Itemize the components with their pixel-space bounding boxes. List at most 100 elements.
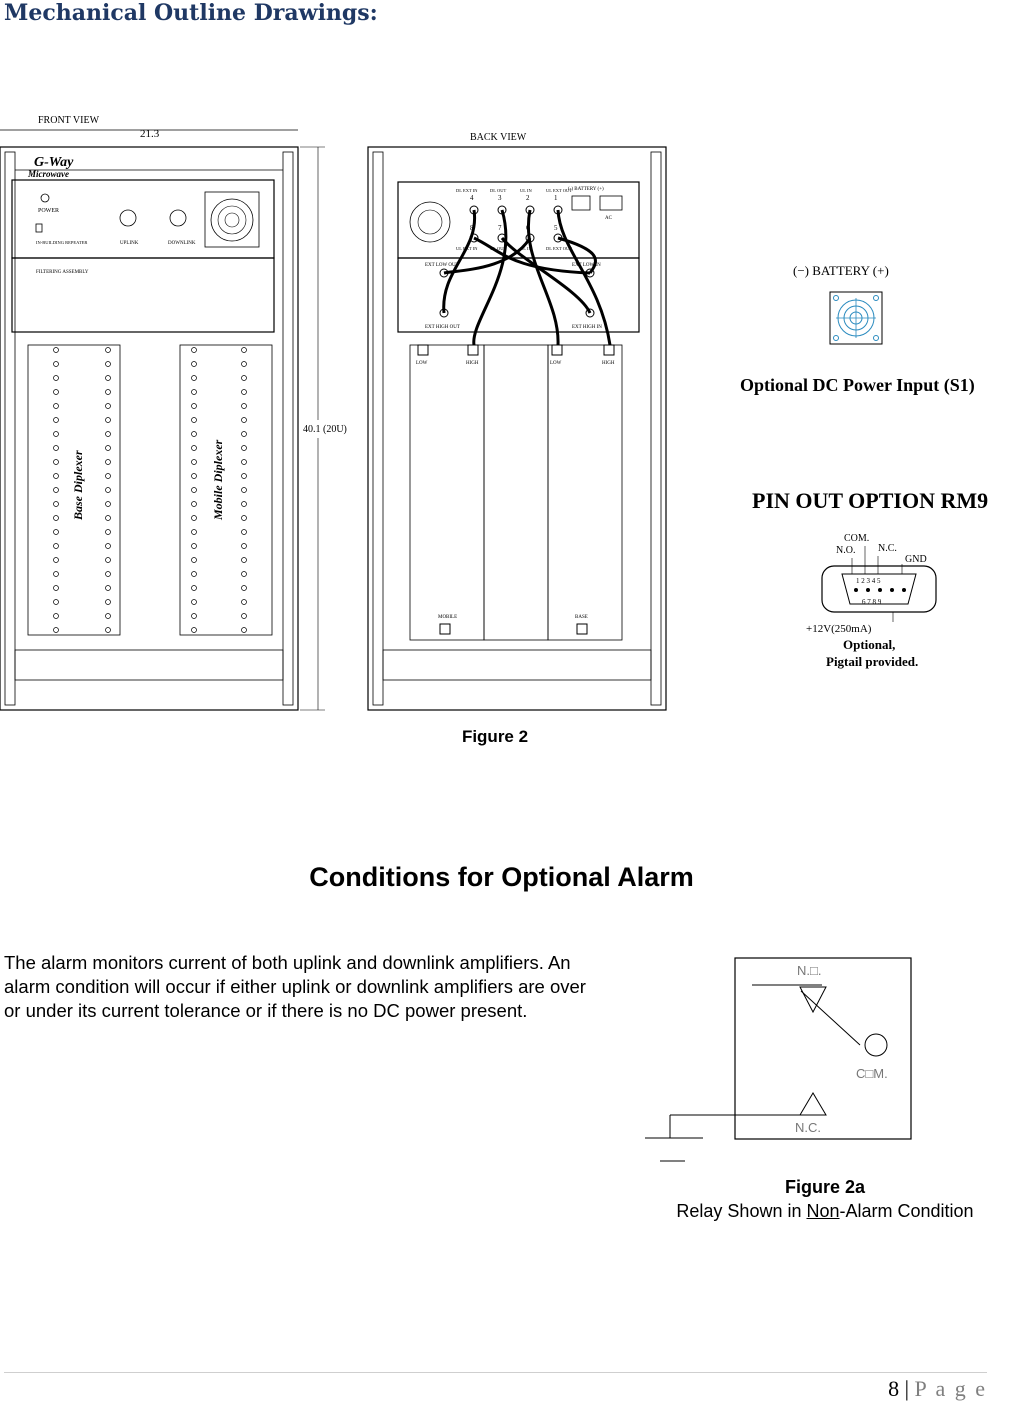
front-width-dimension: 21.3 [140, 128, 160, 140]
panel-screw [241, 473, 247, 479]
panel-screw [53, 487, 59, 493]
panel-screw [191, 347, 197, 353]
front-logo-line2: Microwave [27, 169, 69, 179]
panel-screw [53, 473, 59, 479]
panel-screw [105, 375, 111, 381]
panel-screw [241, 431, 247, 437]
panel-screw [105, 627, 111, 633]
rm9-power: +12V(250mA) [806, 623, 872, 635]
rm9-title: PIN OUT OPTION RM9 [752, 488, 989, 513]
back-num-8: 8 [470, 224, 474, 232]
panel-screw [53, 417, 59, 423]
panel-screw [105, 613, 111, 619]
panel-screw [241, 389, 247, 395]
page-footer: 8 | P a g e [862, 1376, 987, 1402]
panel-screw [53, 627, 59, 633]
panel-screw [191, 431, 197, 437]
back-num-2: 2 [526, 194, 530, 202]
panel-screw [105, 515, 111, 521]
back-num-4: 4 [470, 194, 474, 202]
panel-screw [191, 375, 197, 381]
panel-screw [241, 361, 247, 367]
panel-screw [191, 473, 197, 479]
panel-screw [191, 389, 197, 395]
relay-no-label: N.□. [797, 963, 821, 978]
panel-screw [105, 361, 111, 367]
footer-rule [4, 1372, 987, 1373]
panel-screw [241, 501, 247, 507]
rm9-note-2: Pigtail provided. [826, 654, 918, 669]
front-downlink-label: DOWNLINK [168, 241, 196, 246]
panel-screw [53, 529, 59, 535]
figure-2-drawing: FRONT VIEW 21.3 G-Way Microwave POWER IN… [0, 115, 937, 711]
panel-screw [53, 515, 59, 521]
footer-separator: | [899, 1376, 915, 1401]
back-port-top-1: DL EXT IN [456, 188, 478, 193]
panel-screw [191, 529, 197, 535]
panel-screw [105, 571, 111, 577]
back-port-top-2: DL OUT [490, 188, 506, 193]
panel-screw [191, 361, 197, 367]
back-ext-low-in: EXT LOW IN [572, 263, 601, 268]
rm9-pins-bottom: 6 7 8 9 [862, 598, 882, 606]
panel-screw [191, 543, 197, 549]
panel-screw [53, 613, 59, 619]
panel-screw [191, 487, 197, 493]
back-port-top-4: UL EXT OUT [546, 188, 572, 193]
panel-screw [241, 571, 247, 577]
panel-screw [105, 529, 111, 535]
relay-nc-label: N.C. [795, 1120, 821, 1135]
back-num-3: 3 [498, 194, 502, 202]
rm9-com: COM. [844, 533, 869, 544]
back-ext-high-out: EXT HIGH OUT [425, 325, 460, 330]
panel-screw [241, 375, 247, 381]
front-panel-screws [53, 347, 247, 633]
panel-screw [53, 459, 59, 465]
dc-input-caption: Optional DC Power Input (S1) [740, 375, 975, 395]
panel-screw [105, 487, 111, 493]
panel-screw [191, 557, 197, 563]
panel-screw [105, 599, 111, 605]
panel-screw [105, 431, 111, 437]
back-low-1: LOW [416, 361, 428, 366]
panel-screw [241, 459, 247, 465]
panel-screw [53, 347, 59, 353]
panel-screw [53, 585, 59, 591]
rm9-gnd: GND [905, 554, 927, 565]
rm9-nc: N.C. [878, 543, 897, 554]
back-ac-label: AC [605, 216, 613, 221]
panel-screw [191, 501, 197, 507]
panel-screw [105, 473, 111, 479]
back-ext-low-out: EXT LOW OUT [425, 263, 459, 268]
alarm-description: The alarm monitors current of both uplin… [4, 952, 586, 1021]
panel-screw [241, 613, 247, 619]
panel-screw [53, 599, 59, 605]
panel-screw [241, 445, 247, 451]
front-power-label: POWER [38, 208, 59, 214]
panel-screw [191, 585, 197, 591]
back-port-bottom-4: DL EXT OUT [546, 246, 572, 251]
back-num-1: 1 [554, 194, 558, 202]
back-base: BASE [575, 615, 588, 620]
subcaption-underlined: Non [806, 1201, 840, 1221]
mobile-diplexer-label: Mobile Diplexer [211, 439, 225, 521]
panel-screw [241, 347, 247, 353]
panel-screw [53, 375, 59, 381]
panel-screw [191, 459, 197, 465]
back-battery-label: (-) BATTERY (+) [568, 187, 604, 192]
panel-screw [105, 543, 111, 549]
front-view-label: FRONT VIEW [38, 115, 100, 126]
figure-2a-caption: Figure 2a [784, 1177, 866, 1197]
panel-screw [191, 613, 197, 619]
front-height-dimension: 40.1 (20U) [303, 424, 347, 435]
panel-screw [191, 571, 197, 577]
panel-screw [53, 361, 59, 367]
subcaption-before: Relay Shown in [676, 1201, 807, 1221]
panel-screw [105, 445, 111, 451]
panel-screw [241, 515, 247, 521]
panel-screw [53, 543, 59, 549]
front-product-label: IN-BUILDING REPEATER [36, 240, 87, 245]
panel-screw [191, 627, 197, 633]
panel-screw [105, 347, 111, 353]
panel-screw [241, 403, 247, 409]
